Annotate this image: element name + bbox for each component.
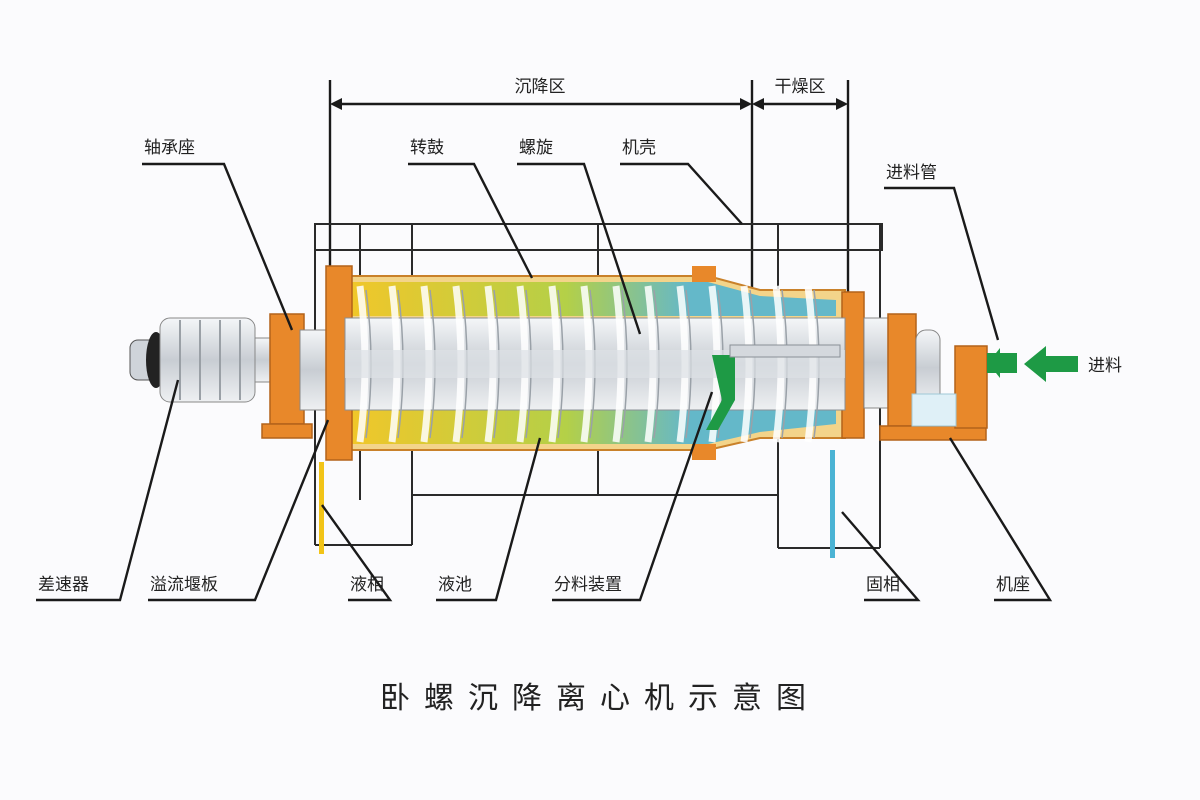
distributor-label: 分料装置 — [554, 575, 622, 595]
leader-lines — [36, 162, 1053, 602]
right-bearing-seat — [863, 313, 941, 427]
solid-discharge — [830, 450, 835, 558]
feed-pipe-label: 进料管 — [886, 163, 937, 183]
screw-label: 螺旋 — [519, 138, 553, 158]
machine-base-label: 机座 — [996, 575, 1030, 595]
diagram-title: 卧螺沉降离心机示意图 — [380, 681, 820, 716]
settling-zone-label: 沉降区 — [515, 77, 566, 97]
casing-label: 机壳 — [622, 138, 656, 158]
differential-label: 差速器 — [38, 575, 89, 595]
liquid-pool-label: 液池 — [438, 575, 472, 595]
feed-pipe — [987, 348, 1017, 378]
drying-zone-label: 干燥区 — [775, 77, 826, 97]
bearing-seat-label: 轴承座 — [144, 138, 195, 158]
left-bearing-seat — [261, 313, 331, 439]
distributor — [706, 344, 841, 430]
feed-label: 进料 — [1088, 356, 1122, 376]
machine-base — [879, 345, 988, 441]
liquid-phase-label: 液相 — [350, 575, 384, 595]
zone-dimensions — [328, 80, 850, 320]
solid-phase-label: 固相 — [866, 575, 900, 595]
drum-label: 转鼓 — [410, 138, 444, 158]
liquid-discharge — [319, 462, 324, 554]
differential — [129, 317, 286, 403]
arrow-left-icon — [1024, 346, 1078, 382]
overflow-weir-label: 溢流堰板 — [150, 575, 218, 595]
